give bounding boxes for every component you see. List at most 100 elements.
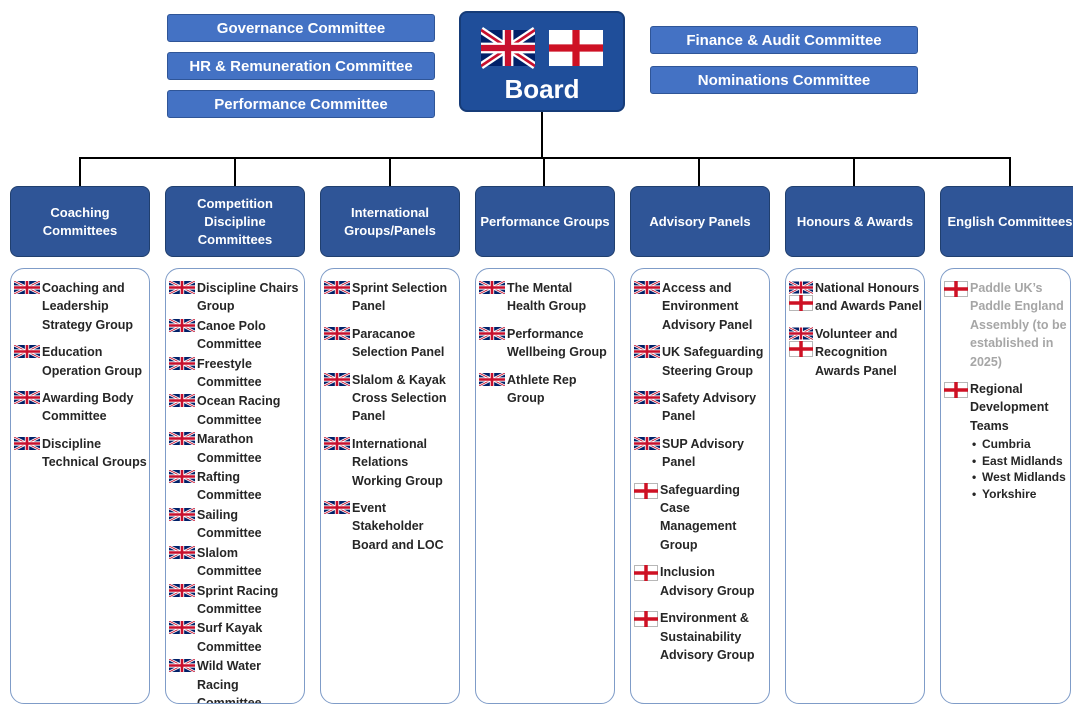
- item-label: Volunteer and Recognition Awards Panel: [815, 326, 898, 378]
- list-item: Safeguarding Case Management Group: [634, 481, 767, 555]
- item-label: Discipline Chairs Group: [197, 281, 299, 314]
- list-item: Sprint Selection Panel: [324, 279, 457, 316]
- board-label: Board: [504, 74, 580, 104]
- connector-advisory: [698, 157, 700, 186]
- england-flag-icon: [944, 281, 968, 297]
- item-label: Paracanoe Selection Panel: [352, 326, 445, 360]
- uk-flag-icon: [169, 545, 195, 559]
- list-item: Marathon Committee: [169, 430, 302, 467]
- regional-teams-list: Cumbria East Midlands West Midlands York…: [972, 436, 1068, 502]
- list-item: Freestyle Committee: [169, 355, 302, 392]
- england-flag-icon: [789, 340, 813, 357]
- list-item: Cumbria: [972, 436, 1068, 453]
- item-label: Coaching and Leadership Strategy Group: [42, 281, 133, 332]
- uk-flag-icon: [169, 470, 195, 484]
- uk-flag-icon: [789, 281, 813, 294]
- item-label: Performance Wellbeing Group: [507, 326, 607, 360]
- list-item: Surf Kayak Committee: [169, 619, 302, 656]
- list-item: Education Operation Group: [14, 343, 147, 380]
- list-item: Event Stakeholder Board and LOC: [324, 499, 457, 554]
- list-item: UK Safeguarding Steering Group: [634, 343, 767, 380]
- uk-flag-icon: [479, 372, 505, 386]
- item-label: Rafting Committee: [197, 470, 262, 503]
- uk-flag-icon: [169, 621, 195, 635]
- list-item: East Midlands: [972, 453, 1068, 470]
- performance-committee: Performance Committee: [167, 90, 435, 118]
- performance-groups-list: The Mental Health Group Performance Well…: [475, 268, 615, 704]
- list-item: Slalom Committee: [169, 544, 302, 581]
- connector-coaching: [79, 157, 81, 186]
- item-label: Surf Kayak Committee: [197, 621, 263, 654]
- list-item: Ocean Racing Committee: [169, 392, 302, 429]
- uk-flag-icon: [169, 281, 195, 294]
- uk-flag-icon: [634, 345, 660, 359]
- advisory-panels-header: Advisory Panels: [630, 186, 770, 257]
- finance-audit-committee: Finance & Audit Committee: [650, 26, 918, 54]
- honours-awards-list: National Honours and Awards Panel Volunt…: [785, 268, 925, 704]
- uk-flag-icon: [169, 583, 195, 597]
- performance-groups-header: Performance Groups: [475, 186, 615, 257]
- item-label: Marathon Committee: [197, 432, 262, 465]
- list-item: Performance Wellbeing Group: [479, 325, 612, 362]
- item-label: Regional Development Teams: [970, 382, 1049, 433]
- list-item: Safety Advisory Panel: [634, 389, 767, 426]
- connector-performance: [543, 157, 545, 186]
- list-item: Canoe Polo Committee: [169, 317, 302, 354]
- list-item: Awarding Body Committee: [14, 389, 147, 426]
- horizontal-connector-line: [79, 157, 1011, 159]
- international-groups-panels-header: International Groups/Panels: [320, 186, 460, 257]
- item-label: Paddle UK’s Paddle England Assembly (to …: [970, 281, 1067, 369]
- board-connector-line: [541, 112, 543, 158]
- item-label: UK Safeguarding Steering Group: [662, 345, 764, 378]
- advisory-panels-list: Access and Environment Advisory Panel UK…: [630, 268, 770, 704]
- item-label: International Relations Working Group: [352, 436, 443, 488]
- list-item: International Relations Working Group: [324, 435, 457, 490]
- item-label: Canoe Polo Committee: [197, 318, 266, 352]
- item-label: Slalom Committee: [197, 545, 262, 579]
- item-label: Safeguarding Case Management Group: [660, 482, 740, 552]
- england-flag-icon: [789, 295, 813, 311]
- uk-flag-icon: [14, 345, 40, 359]
- item-label: Freestyle Committee: [197, 356, 262, 390]
- list-item: Paddle UK’s Paddle England Assembly (to …: [944, 279, 1068, 371]
- item-label: Education Operation Group: [42, 345, 142, 378]
- list-item: Access and Environment Advisory Panel: [634, 279, 767, 334]
- competition-committees-list: Discipline Chairs Group Canoe Polo Commi…: [165, 268, 305, 704]
- international-groups-list: Sprint Selection Panel Paracanoe Selecti…: [320, 268, 460, 704]
- item-label: Wild Water Racing Committee: [197, 659, 262, 704]
- item-label: The Mental Health Group: [507, 281, 587, 314]
- item-label: Event Stakeholder Board and LOC: [352, 501, 444, 552]
- england-flag-icon: [944, 382, 968, 399]
- list-item: National Honours and Awards Panel: [789, 279, 922, 316]
- uk-flag-icon: [789, 326, 813, 340]
- item-label: Discipline Technical Groups: [42, 436, 147, 470]
- connector-international: [389, 157, 391, 186]
- item-label: National Honours and Awards Panel: [815, 281, 922, 314]
- connector-honours: [853, 157, 855, 186]
- uk-flag-icon: [169, 659, 195, 673]
- list-item: Discipline Chairs Group: [169, 279, 302, 316]
- uk-flag-icon: [634, 436, 660, 450]
- connector-competition: [234, 157, 236, 186]
- item-label: Access and Environment Advisory Panel: [662, 281, 753, 332]
- item-label: Slalom & Kayak Cross Selection Panel: [352, 372, 447, 424]
- england-flag-icon: [634, 565, 658, 582]
- list-item: Paracanoe Selection Panel: [324, 325, 457, 362]
- list-item: Sprint Racing Committee: [169, 582, 302, 619]
- competition-discipline-committees-header: Competition Discipline Committees: [165, 186, 305, 257]
- item-label: Sprint Selection Panel: [352, 281, 448, 314]
- list-item: Coaching and Leadership Strategy Group: [14, 279, 147, 334]
- uk-flag-icon: [324, 436, 350, 450]
- uk-and-england-flags: [789, 281, 813, 311]
- uk-flag-icon: [481, 27, 535, 69]
- list-item: Volunteer and Recognition Awards Panel: [789, 325, 922, 380]
- uk-flag-icon: [14, 281, 40, 294]
- item-label: Environment & Sustainability Advisory Gr…: [660, 611, 755, 662]
- governance-committee: Governance Committee: [167, 14, 435, 42]
- item-label: Athlete Rep Group: [507, 372, 577, 406]
- coaching-committees-header: Coaching Committees: [10, 186, 150, 257]
- list-item: The Mental Health Group: [479, 279, 612, 316]
- uk-flag-icon: [479, 326, 505, 340]
- uk-flag-icon: [324, 501, 350, 515]
- england-flag-icon: [634, 482, 658, 499]
